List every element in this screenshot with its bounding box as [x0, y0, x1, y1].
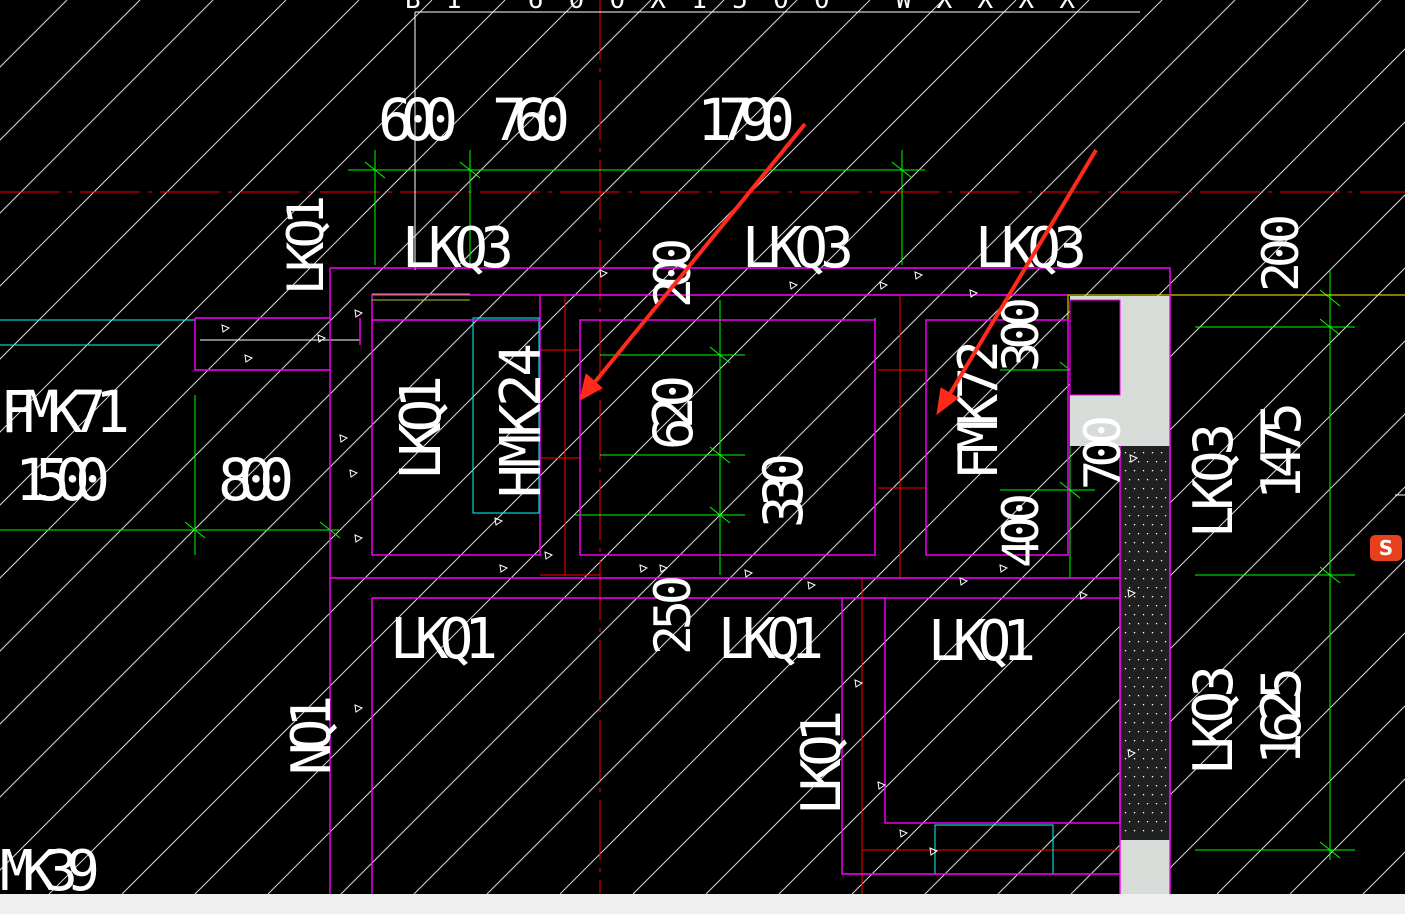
label-dim-800: 800: [218, 446, 294, 514]
yellow-lines: [1067, 294, 1405, 320]
label-dim-200-a: 200: [644, 238, 702, 308]
label-dim-700: 700: [1074, 415, 1132, 490]
label-fmk71: FMK71: [0, 378, 130, 446]
diagonal-hatch-pattern: [0, 0, 1405, 894]
label-dim-1625: 1625: [1250, 667, 1313, 765]
label-dim-600: 600: [378, 86, 458, 154]
leader-lines: [200, 11, 1140, 341]
label-dim-1475: 1475: [1250, 402, 1313, 500]
label-lkq1-left: LKQ1: [389, 375, 454, 480]
label-lkq3-right-b: LKQ3: [1182, 665, 1245, 775]
gray-fill-blocks: [1069, 296, 1170, 894]
label-dim-760: 760: [492, 86, 570, 154]
label-dim-1500: 1500: [15, 446, 110, 514]
label-lkq1-b1: LKQ1: [390, 607, 498, 672]
label-top-partial: B1 600X1500 WXXXX: [405, 0, 1075, 15]
label-dim-1790: 1790: [697, 86, 795, 154]
label-lkq1-b2: LKQ1: [718, 607, 824, 672]
ime-s-icon[interactable]: S: [1370, 535, 1402, 561]
label-dim-250: 250: [644, 575, 702, 655]
label-lkq3-right-a: LKQ3: [1182, 423, 1245, 538]
label-lkq1-top: LKQ1: [277, 195, 335, 295]
label-dim-400: 400: [992, 493, 1050, 568]
label-lkq3-c: LKQ3: [975, 216, 1087, 281]
label-lkq1-b3: LKQ1: [928, 609, 1036, 674]
axis-lines: [0, 0, 1405, 894]
label-nq1: NQ1: [280, 695, 343, 775]
label-dim-200-b: 200: [1252, 214, 1310, 292]
label-dim-330: 330: [752, 453, 815, 528]
arrow-right: [943, 148, 1098, 404]
label-lkq1-vert: LKQ1: [790, 710, 853, 815]
status-strip: [0, 894, 1405, 914]
label-hmk24: HMK24: [489, 343, 554, 498]
fill-symbols: [221, 269, 1139, 856]
label-lkq3-b: LKQ3: [742, 216, 854, 281]
label-lkq3-a: LKQ3: [402, 216, 514, 281]
hatch-strip: [372, 293, 470, 301]
label-fmk72: FMK72: [947, 340, 1010, 480]
label-mk39: MK39: [0, 839, 100, 894]
dotted-column-fill: [1124, 452, 1167, 832]
annotation-arrows: [579, 122, 1098, 416]
label-dim-620: 620: [642, 375, 705, 450]
labels: B1 600X1500 WXXXX 600 760 1790 LKQ3 LKQ3…: [0, 0, 1313, 894]
wall-outlines: [194, 267, 1171, 894]
arrow-left: [588, 122, 807, 390]
cad-drawing-canvas[interactable]: B1 600X1500 WXXXX 600 760 1790 LKQ3 LKQ3…: [0, 0, 1405, 894]
